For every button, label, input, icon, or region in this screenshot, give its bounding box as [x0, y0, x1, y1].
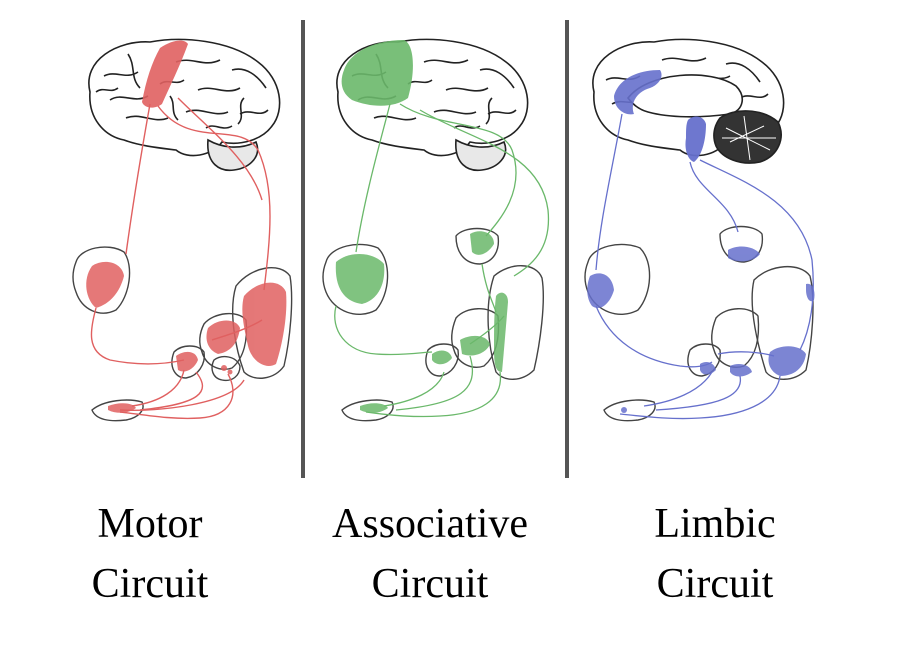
motor-nuclei-outlines: [72, 246, 293, 422]
limbic-cortex-highlight: [614, 70, 662, 115]
associative-circuit-diagram: [322, 38, 550, 422]
motor-label-line1: Motor: [97, 501, 203, 547]
motor-pathways: [90, 97, 271, 420]
motor-nuclei-highlights: [86, 261, 287, 413]
motor-cortex-highlight: [142, 40, 188, 108]
limbic-amygdala-highlight: [685, 116, 706, 162]
motor-circuit-diagram: [72, 38, 293, 422]
limbic-label-line1: Limbic: [654, 501, 776, 547]
limbic-nuclei-highlights: [587, 246, 815, 413]
associative-nuclei-outlines: [322, 227, 544, 422]
associative-cortex-highlight: [341, 40, 413, 106]
limbic-label-line2: Circuit: [656, 561, 774, 607]
limbic-pathways: [595, 113, 814, 420]
motor-brain-icon: [88, 38, 281, 172]
associative-label-line2: Circuit: [371, 561, 489, 607]
motor-label-line2: Circuit: [91, 561, 209, 607]
limbic-brain-icon: [592, 38, 785, 164]
limbic-nuclei-outlines: [584, 225, 814, 422]
associative-label-line1: Associative: [332, 501, 528, 547]
associative-nuclei-highlights: [335, 231, 508, 413]
associative-pathways: [334, 103, 550, 418]
limbic-circuit-diagram: [584, 38, 815, 422]
